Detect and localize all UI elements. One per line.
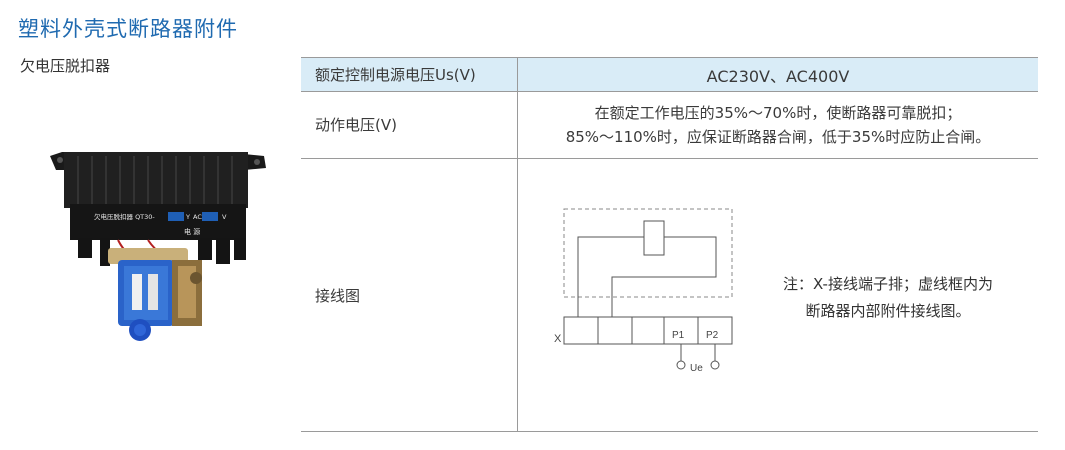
page-title: 塑料外壳式断路器附件 xyxy=(18,17,238,41)
wiring-label: 接线图 xyxy=(301,158,518,432)
terminal-block xyxy=(563,316,733,345)
action-voltage-line-2: 85%～110%时，应保证断路器合闸，低于35%时应防止合闸。 xyxy=(565,128,991,146)
wiring-note: 注：X-接线端子排；虚线框内为 断路器内部附件接线图。 xyxy=(758,271,1018,325)
action-voltage-label: 动作电压(V) xyxy=(301,91,518,159)
supply-terminal-2 xyxy=(710,360,720,370)
table-row: 额定控制电源电压Us(V) AC230V、AC400V xyxy=(301,57,1038,92)
ue-label: Ue xyxy=(690,363,703,374)
wiring-area: X P1 P2 Ue 注：X-接线端子排；虚线框内为 断路器内部附件接线图。 xyxy=(518,159,1038,431)
terminal-p2-label: P2 xyxy=(706,330,719,341)
spec-table: 额定控制电源电压Us(V) AC230V、AC400V 动作电压(V) 在额定工… xyxy=(301,57,1038,432)
action-voltage-line-1: 在额定工作电压的35%～70%时，使断路器可靠脱扣； xyxy=(594,104,962,122)
supply-terminal-1 xyxy=(676,360,686,370)
undervoltage-release-photo: 欠电压脱扣器 QT30- Y AC V 电 源 xyxy=(50,152,266,341)
housing-front xyxy=(70,204,246,240)
housing-label: 欠电压脱扣器 QT30- xyxy=(94,212,155,221)
table-row: 动作电压(V) 在额定工作电压的35%～70%时，使断路器可靠脱扣； 85%～1… xyxy=(301,91,1038,159)
wiring-note-line-1: 注：X-接线端子排；虚线框内为 xyxy=(783,275,993,293)
rated-voltage-label: 额定控制电源电压Us(V) xyxy=(301,57,518,92)
terminal-x-label: X xyxy=(554,333,562,345)
wiring-note-line-2: 断路器内部附件接线图。 xyxy=(805,302,971,320)
power-label: 电 源 xyxy=(184,227,200,236)
rated-voltage-value: AC230V、AC400V xyxy=(517,57,1038,92)
internal-dashed-frame xyxy=(563,208,733,298)
svg-text:Y: Y xyxy=(185,213,190,221)
table-row: 接线图 X P1 xyxy=(301,158,1038,432)
terminal-p1-label: P1 xyxy=(672,330,685,341)
wiring-cell: X P1 P2 Ue 注：X-接线端子排；虚线框内为 断路器内部附件接线图。 xyxy=(517,158,1038,432)
wiring-diagram: X P1 P2 Ue xyxy=(554,208,733,374)
svg-text:AC: AC xyxy=(193,213,202,221)
action-voltage-value: 在额定工作电压的35%～70%时，使断路器可靠脱扣； 85%～110%时，应保证… xyxy=(517,91,1038,159)
coil-box xyxy=(643,220,665,256)
svg-text:V: V xyxy=(222,213,227,221)
product-name: 欠电压脱扣器 xyxy=(20,57,111,75)
